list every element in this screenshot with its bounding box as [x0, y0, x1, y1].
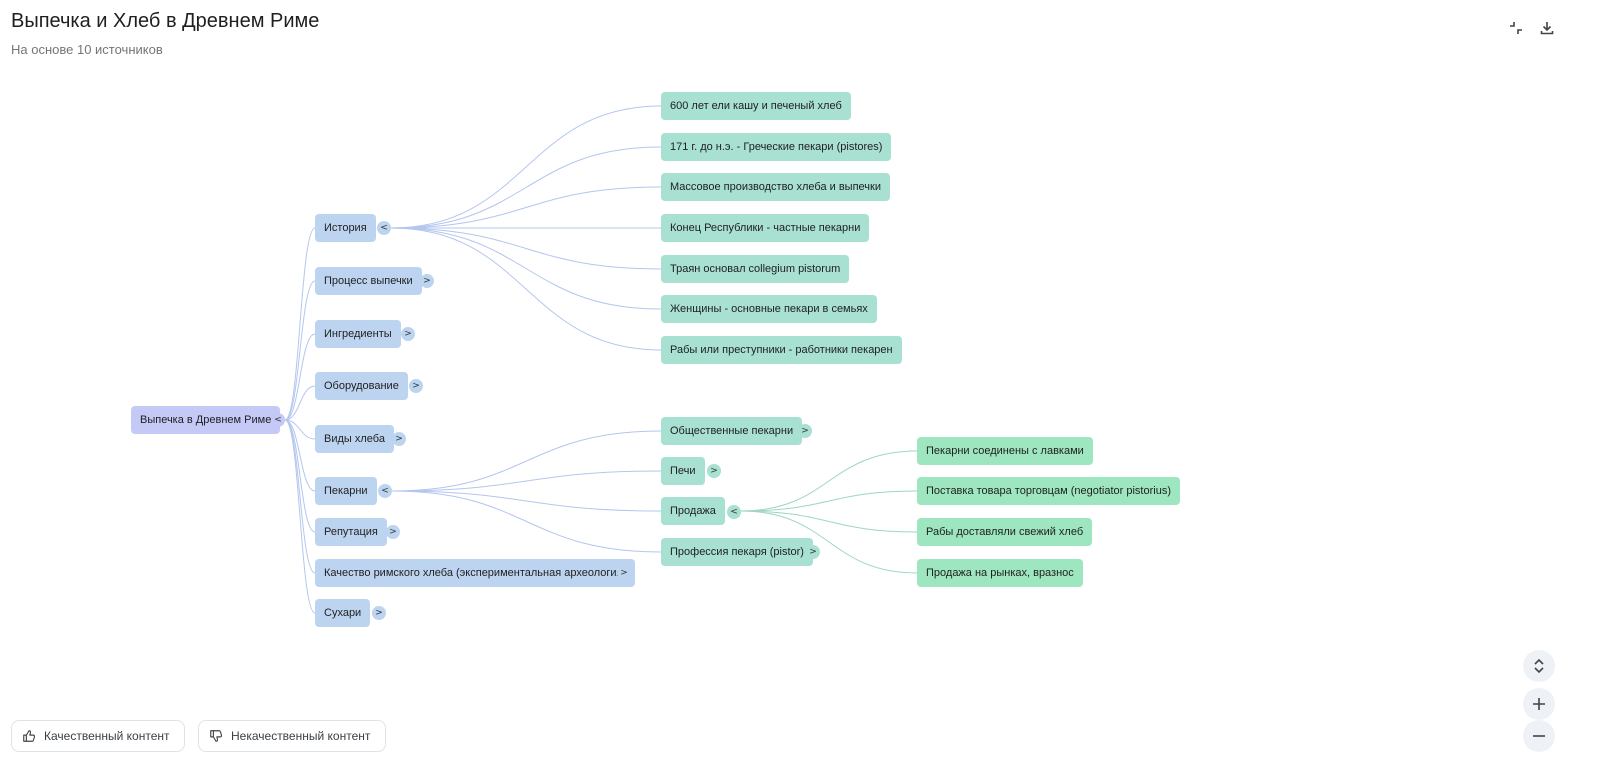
good-content-label: Качественный контент — [44, 729, 170, 743]
branch-node-equipment[interactable]: Оборудование — [315, 372, 408, 400]
connector-line — [390, 227, 662, 310]
bakeries-item-profession[interactable]: Профессия пекаря (pistor) — [661, 538, 813, 566]
connector-line — [740, 450, 918, 512]
page-title: Выпечка и Хлеб в Древнем Риме — [11, 10, 320, 32]
history-collapse-toggle[interactable]: < — [377, 221, 391, 235]
sale-item[interactable]: Продажа на рынках, вразнос — [917, 559, 1083, 587]
bread-quality-expand-toggle[interactable]: > — [617, 566, 631, 580]
baking-process-expand-toggle[interactable]: > — [420, 274, 434, 288]
connector-line — [284, 419, 316, 574]
connector-line — [390, 227, 662, 351]
thumb-down-icon — [210, 730, 223, 742]
connector-line — [284, 419, 316, 440]
connector-line — [391, 470, 662, 492]
equipment-expand-toggle[interactable]: > — [409, 379, 423, 393]
zoom-in-button[interactable] — [1523, 688, 1555, 720]
connector-line — [390, 146, 662, 229]
branch-node-bread-quality[interactable]: Качество римского хлеба (экспериментальн… — [315, 559, 636, 587]
ingredients-expand-toggle[interactable]: > — [401, 327, 415, 341]
history-item[interactable]: 600 лет ели кашу и печеный хлеб — [661, 92, 851, 120]
connector-line — [740, 490, 918, 512]
bread-types-expand-toggle[interactable]: > — [392, 432, 406, 446]
sale-item[interactable]: Пекарни соединены с лавками — [917, 437, 1093, 465]
zoom-out-icon — [1533, 735, 1545, 737]
bakeries-item-ovens[interactable]: Печи — [661, 457, 705, 485]
connector-line — [391, 490, 662, 512]
root-collapse-toggle[interactable]: < — [271, 413, 285, 427]
zoom-out-button[interactable] — [1523, 720, 1555, 752]
sale-item[interactable]: Поставка товара торговцам (negotiator pi… — [917, 477, 1180, 505]
connector-line — [284, 280, 316, 421]
download-icon — [1540, 22, 1554, 35]
history-item[interactable]: Траян основал collegium pistorum — [661, 255, 850, 283]
connector-line — [390, 105, 662, 229]
sale-item[interactable]: Рабы доставляли свежий хлеб — [917, 518, 1093, 546]
history-item[interactable]: Рабы или преступники - работники пекарен — [661, 336, 902, 364]
branch-node-rusks[interactable]: Сухари — [315, 599, 371, 627]
branch-node-bakeries[interactable]: Пекарни — [315, 477, 377, 505]
branch-node-history[interactable]: История — [315, 214, 376, 242]
thumb-up-icon — [23, 730, 36, 742]
bakeries-item-sale[interactable]: Продажа — [661, 497, 725, 525]
history-item[interactable]: Конец Республики - частные пекарни — [661, 214, 870, 242]
mindmap-root-node[interactable]: Выпечка в Древнем Риме — [131, 406, 281, 434]
history-item[interactable]: 171 г. до н.э. - Греческие пекари (pisto… — [661, 133, 892, 161]
connector-line — [740, 510, 918, 574]
connector-line — [390, 186, 662, 229]
connector-line — [391, 490, 662, 553]
branch-node-ingredients[interactable]: Ингредиенты — [315, 320, 401, 348]
download-button[interactable] — [1535, 16, 1559, 40]
history-item[interactable]: Женщины - основные пекари в семьях — [661, 295, 877, 323]
zoom-in-icon — [1533, 698, 1545, 710]
branch-node-reputation[interactable]: Репутация — [315, 518, 387, 546]
connector-line — [740, 510, 918, 533]
connector-line — [284, 333, 316, 421]
bakeries-collapse-toggle[interactable]: < — [378, 484, 392, 498]
collapse-button[interactable] — [1504, 16, 1528, 40]
connector-line — [284, 227, 316, 421]
good-content-button[interactable]: Качественный контент — [11, 720, 185, 752]
rusks-expand-toggle[interactable]: > — [372, 606, 386, 620]
public-bakeries-expand-toggle[interactable]: > — [798, 424, 812, 438]
fit-view-button[interactable] — [1523, 650, 1555, 682]
fit-view-icon — [1534, 658, 1544, 674]
connector-line — [391, 430, 662, 492]
bad-content-label: Некачественный контент — [231, 729, 371, 743]
connector-line — [284, 419, 316, 614]
sources-subtitle: На основе 10 источников — [11, 42, 163, 57]
history-item[interactable]: Массовое производство хлеба и выпечки — [661, 173, 890, 201]
branch-node-baking-process[interactable]: Процесс выпечки — [315, 267, 422, 295]
connector-line — [284, 419, 316, 492]
branch-node-bread-types[interactable]: Виды хлеба — [315, 425, 394, 453]
sale-collapse-toggle[interactable]: < — [727, 505, 741, 519]
profession-expand-toggle[interactable]: > — [806, 545, 820, 559]
reputation-expand-toggle[interactable]: > — [386, 525, 400, 539]
collapse-icon — [1510, 22, 1522, 34]
connector-line — [390, 227, 662, 270]
ovens-expand-toggle[interactable]: > — [707, 464, 721, 478]
bakeries-item-public[interactable]: Общественные пекарни — [661, 417, 803, 445]
bad-content-button[interactable]: Некачественный контент — [198, 720, 386, 752]
connector-line — [284, 385, 316, 421]
